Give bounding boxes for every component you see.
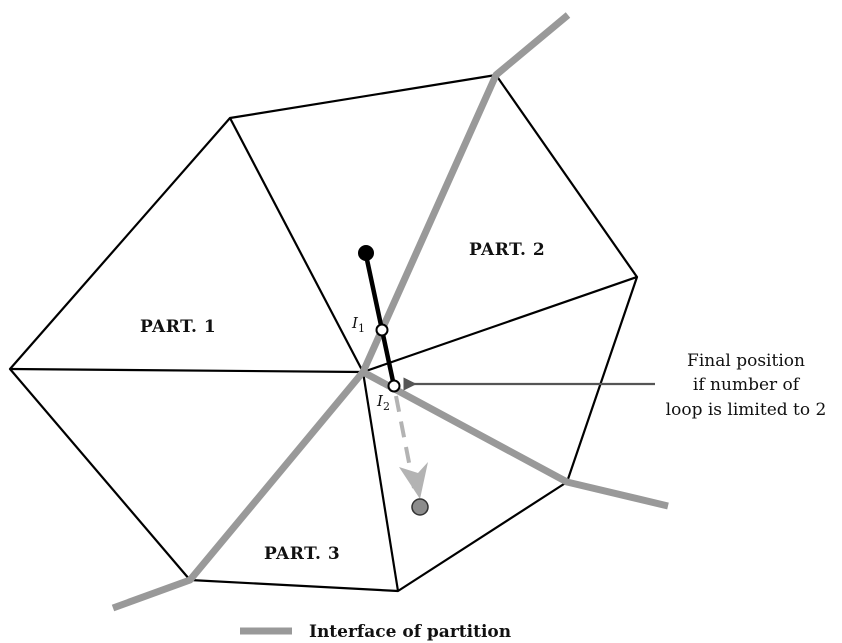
dashed-path-arrowhead: [399, 462, 428, 499]
mesh-edge: [9, 367, 364, 374]
partition-interfaces: [111, 12, 669, 612]
annotation-line-1: Final position: [687, 351, 805, 371]
part-2-label: PART. 2: [469, 240, 545, 260]
mesh: [8, 73, 639, 593]
mesh-edge: [362, 275, 638, 374]
intersection-sub-1: 1: [358, 322, 365, 335]
intersection-point-1: [375, 323, 389, 337]
legend-label: Interface of partition: [309, 622, 511, 642]
part-1-label: PART. 1: [140, 317, 216, 337]
intersection-sub-2: 2: [383, 400, 390, 413]
mesh-edge: [229, 117, 364, 373]
end-point: [411, 498, 429, 516]
intersection-letter-1: I: [351, 314, 359, 332]
mesh-edge: [361, 371, 400, 592]
intersection-label-2: I2: [376, 392, 390, 413]
legend: Interface of partition: [240, 622, 511, 642]
intersection-label-1: I1: [351, 314, 365, 335]
intersection-point-2: [387, 379, 401, 393]
part-3-label: PART. 3: [264, 544, 340, 564]
path-segment: [363, 254, 397, 387]
intersection-letter-2: I: [376, 392, 384, 410]
annotation-line-2: if number of: [693, 375, 801, 395]
interface-line-2: [361, 368, 669, 510]
annotation-line-3: loop is limited to 2: [666, 400, 827, 420]
mesh-outline: [8, 73, 639, 593]
particle-path: [358, 245, 429, 516]
interface-line-1: [111, 12, 571, 612]
start-point: [358, 245, 374, 261]
